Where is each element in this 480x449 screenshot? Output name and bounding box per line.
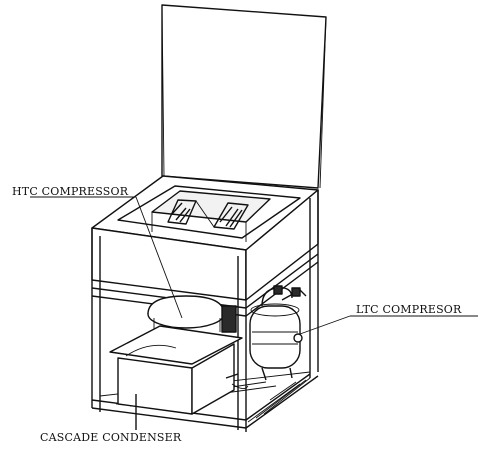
- open-lid: [161, 4, 327, 189]
- ltc-compressor: [249, 285, 307, 381]
- htc-compressor: [147, 295, 237, 333]
- htc-compressor-label: HTC COMPRESSOR: [12, 185, 129, 198]
- top-frame: [91, 175, 319, 251]
- leader-lines: [30, 196, 478, 430]
- cascade-condenser: [109, 325, 249, 415]
- evaporator-coils: [167, 199, 249, 230]
- cascade-condenser-label: CASCADE CONDENSER: [40, 431, 182, 444]
- ltc-compressor-label: LTC COMPRESOR: [356, 303, 462, 316]
